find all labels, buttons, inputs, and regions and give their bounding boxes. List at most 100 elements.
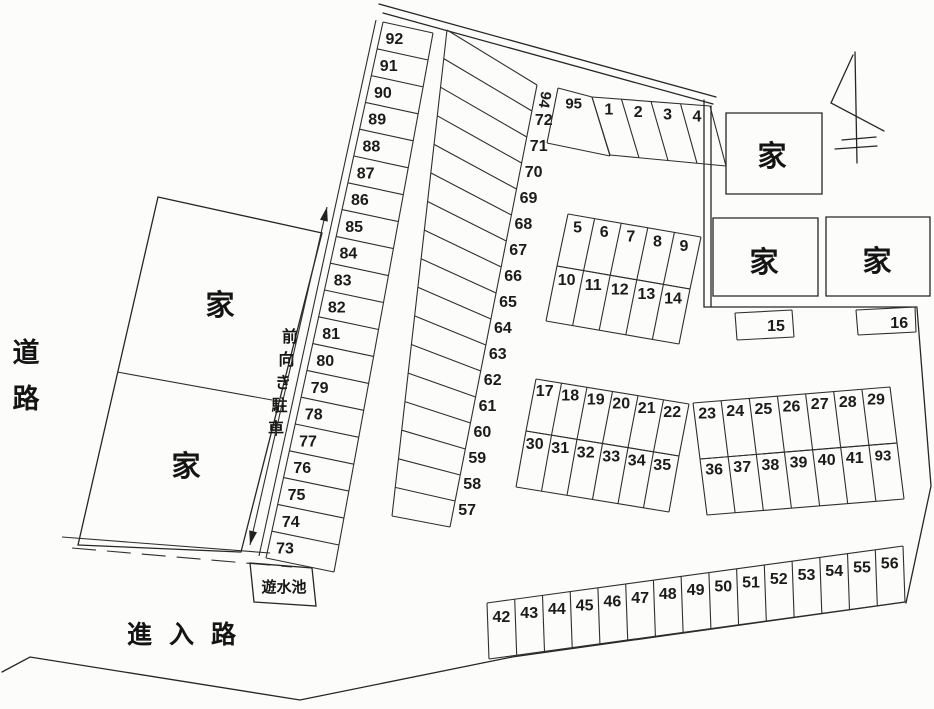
group-stalls-1-4: 1 2 3 4 [591, 96, 727, 167]
space-label-25: 25 [755, 401, 773, 418]
space-label-3: 3 [663, 106, 672, 123]
space-label-64: 64 [494, 320, 512, 337]
space-label-45: 45 [576, 597, 594, 614]
entry-road-label: 進入路 [127, 621, 253, 649]
space-label-16: 16 [890, 315, 908, 332]
stall-grid-middle-column [391, 29, 538, 528]
space-label-80: 80 [316, 353, 334, 370]
space-label-26: 26 [783, 399, 801, 416]
house-label: 家 [205, 288, 234, 322]
space-label-81: 81 [322, 326, 340, 343]
space-label-18: 18 [561, 387, 579, 404]
space-label-88: 88 [363, 138, 381, 155]
space-label-79: 79 [311, 380, 329, 397]
space-label-7: 7 [626, 229, 635, 246]
space-label-87: 87 [357, 165, 375, 182]
space-label-1: 1 [604, 102, 613, 119]
space-label-66: 66 [504, 268, 522, 285]
front-parking-note-char: き [275, 374, 291, 392]
space-label-44: 44 [548, 601, 566, 618]
group-space-15: 15 [734, 309, 795, 341]
space-label-19: 19 [587, 392, 605, 409]
space-label-12: 12 [611, 281, 629, 298]
space-label-46: 46 [604, 594, 622, 611]
space-label-68: 68 [515, 216, 533, 233]
space-label-11: 11 [585, 277, 602, 294]
retention-pond-box [249, 562, 317, 607]
space-label-54: 54 [825, 563, 843, 580]
space-label-55: 55 [853, 559, 871, 576]
house-label: 家 [862, 244, 891, 278]
space-label-32: 32 [577, 444, 595, 461]
stall-grid-space-16 [855, 306, 917, 336]
front-parking-note-char: 向 [278, 350, 294, 369]
space-label-50: 50 [714, 578, 732, 595]
space-label-63: 63 [489, 346, 507, 363]
space-label-2: 2 [634, 104, 643, 121]
space-label-43: 43 [520, 605, 538, 622]
road-label-char: 路 [13, 383, 41, 414]
stall-grid-block-c-row1 [692, 386, 898, 460]
house-right-far [825, 216, 931, 297]
space-label-9: 9 [680, 238, 689, 255]
space-label-29: 29 [867, 392, 885, 409]
lane-edge-line [258, 19, 377, 557]
house-label: 家 [749, 245, 778, 279]
space-label-84: 84 [340, 246, 358, 263]
space-label-49: 49 [687, 582, 705, 599]
boundary-top-inner [382, 12, 714, 105]
road-label-char: 道 [13, 337, 40, 368]
space-label-36: 36 [705, 461, 723, 478]
space-label-15: 15 [767, 318, 785, 335]
space-label-34: 34 [628, 453, 646, 470]
stall-grid-bottom-row [486, 545, 906, 660]
space-label-73: 73 [276, 541, 294, 558]
space-label-60: 60 [474, 424, 492, 441]
space-label-13: 13 [638, 286, 656, 303]
stall-grid-stalls-1-4 [591, 96, 727, 167]
space-label-75: 75 [288, 487, 306, 504]
boundary-bottom [1, 601, 906, 701]
space-label-48: 48 [659, 586, 677, 603]
space-label-4: 4 [693, 109, 702, 126]
space-label-5: 5 [573, 220, 582, 237]
fence-line [61, 536, 271, 554]
space-label-59: 59 [468, 450, 486, 467]
space-label-91: 91 [380, 58, 398, 75]
space-label-38: 38 [762, 457, 780, 474]
space-label-24: 24 [726, 403, 744, 420]
house-label: 家 [171, 449, 200, 483]
north-arrow-icon [830, 51, 885, 164]
space-label-17: 17 [536, 383, 554, 400]
parcel-left-edge [77, 196, 159, 546]
space-label-57: 57 [458, 502, 476, 519]
space-label-39: 39 [790, 455, 808, 472]
front-parking-note-char: 駐 [271, 396, 287, 415]
space-label-76: 76 [293, 460, 311, 477]
stall-grid-block-a-row2 [545, 265, 691, 345]
space-label-77: 77 [299, 433, 317, 450]
space-label-72: 72 [535, 112, 553, 129]
lane-direction-arrow [249, 206, 328, 546]
space-label-70: 70 [525, 164, 543, 181]
space-label-35: 35 [653, 457, 671, 474]
house-label: 家 [757, 139, 786, 173]
space-label-56: 56 [881, 556, 899, 573]
retention-pond-label: 遊水池 [261, 578, 306, 596]
space-label-6: 6 [600, 224, 609, 241]
space-label-93: 93 [875, 448, 892, 465]
space-label-92: 92 [386, 31, 404, 48]
space-label-52: 52 [770, 571, 788, 588]
space-label-82: 82 [328, 299, 346, 316]
space-label-23: 23 [698, 405, 716, 422]
road-label: 道路 [13, 337, 41, 414]
space-label-65: 65 [499, 294, 517, 311]
